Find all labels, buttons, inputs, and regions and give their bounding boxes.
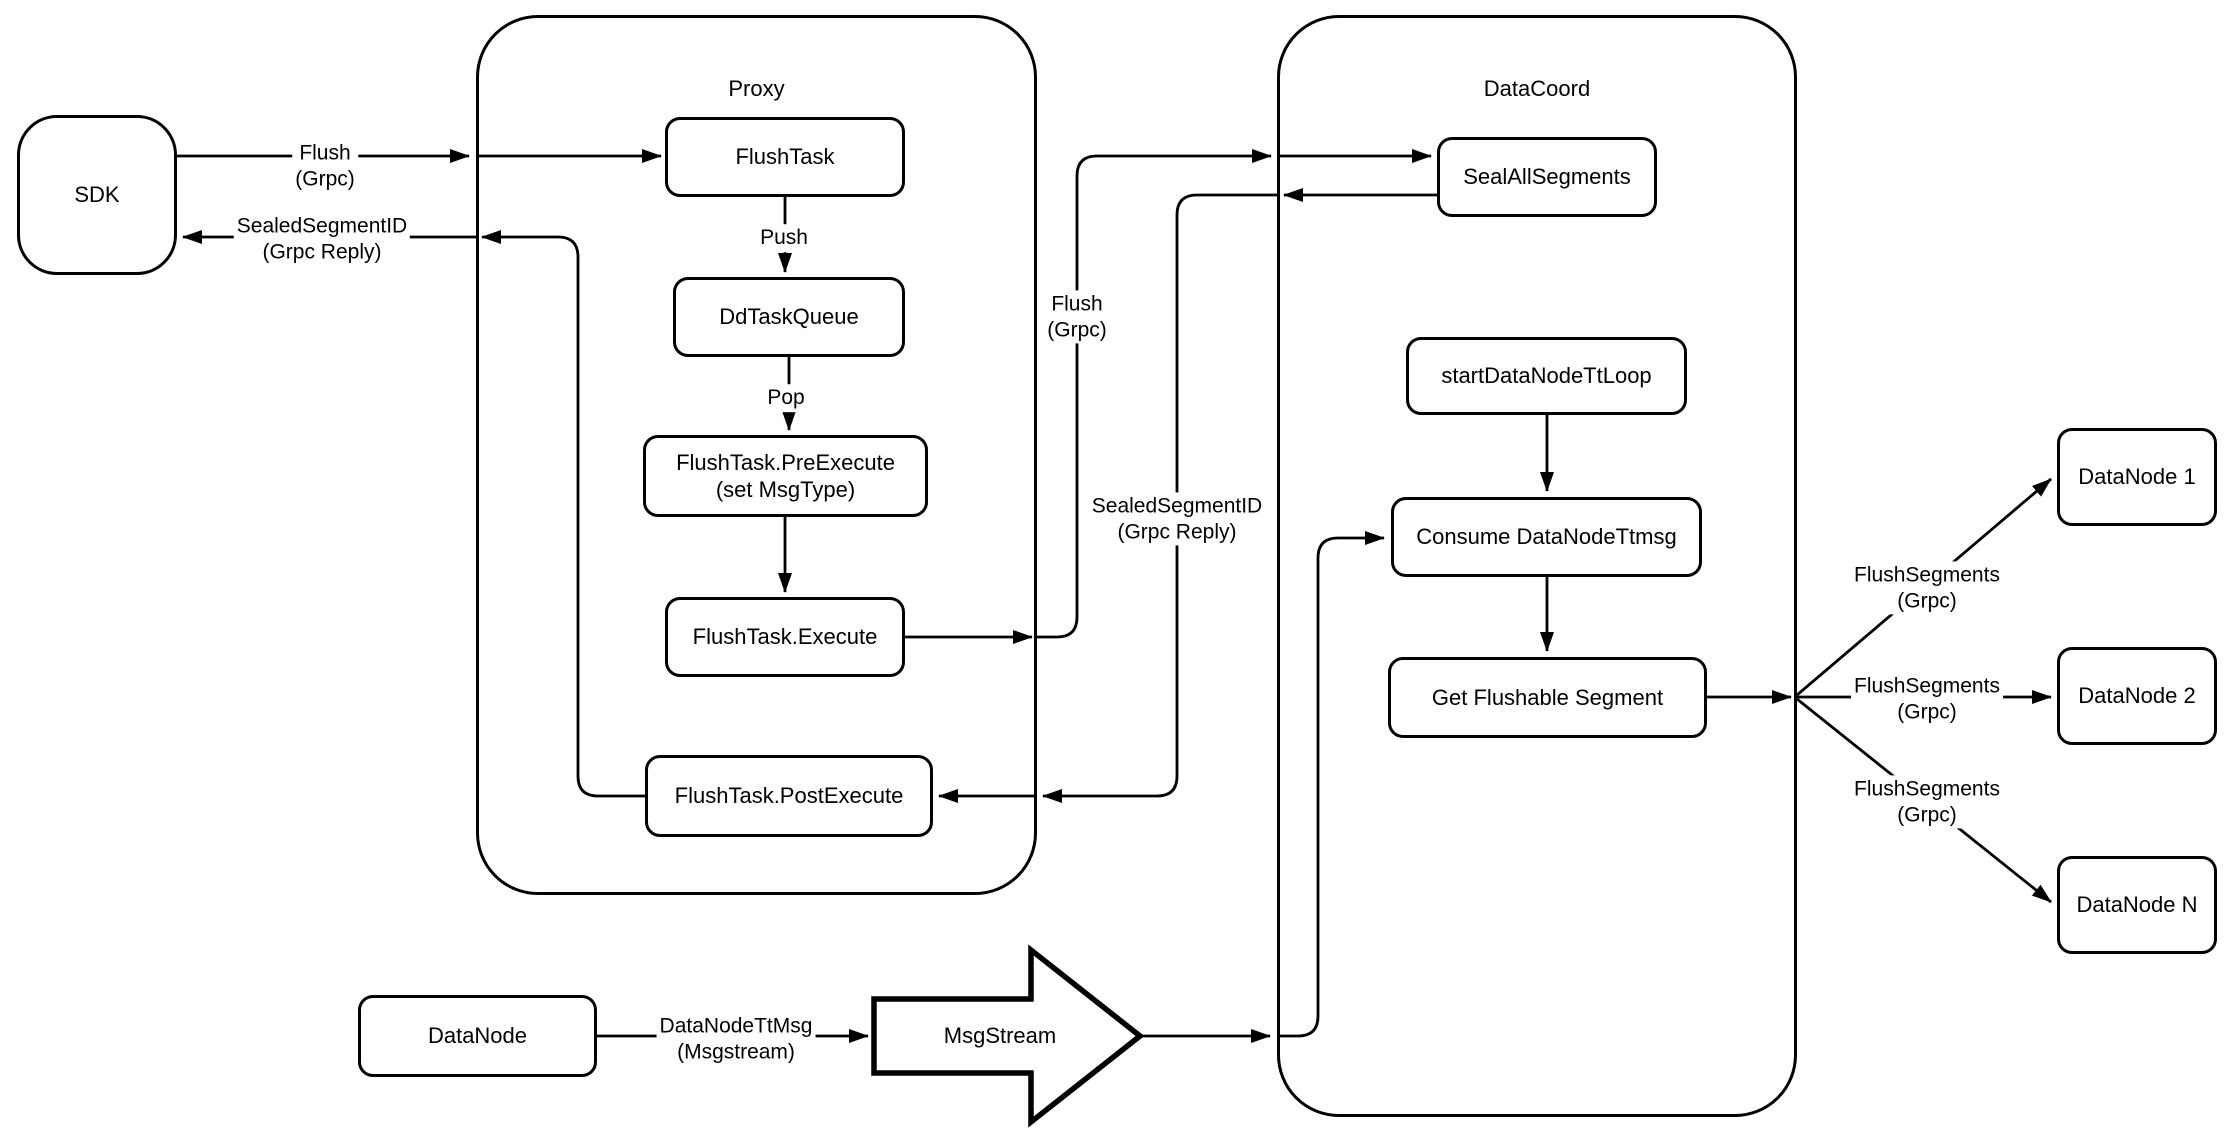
node-ddtaskqueue: DdTaskQueue (673, 277, 905, 357)
node-datanode-2: DataNode 2 (2057, 647, 2217, 745)
edge-label-flushsegments-1: FlushSegments (Grpc) (1851, 561, 2003, 615)
edge-msgstream-to-consume (1277, 531, 1385, 1038)
node-flushtask-postexecute: FlushTask.PostExecute (645, 755, 933, 837)
container-proxy-title: Proxy (728, 76, 785, 101)
edge-proxy-to-datacoord-flush (1037, 149, 1272, 639)
node-sealallsegments: SealAllSegments (1437, 137, 1657, 217)
node-datanode-1: DataNode 1 (2057, 428, 2217, 526)
node-get-flushable-segment: Get Flushable Segment (1388, 657, 1707, 738)
msgstream-label: MsgStream (943, 1023, 1057, 1048)
edge-label-pop: Pop (764, 384, 808, 412)
edge-postexecute-reply-out (481, 230, 645, 798)
node-flushtask: FlushTask (665, 117, 905, 197)
node-datanode-n: DataNode N (2057, 856, 2217, 954)
edge-label-push: Push (757, 224, 811, 252)
edge-label-sealed-datacoord-proxy: SealedSegmentID (Grpc Reply) (1088, 492, 1266, 546)
edge-label-flushsegments-2: FlushSegments (Grpc) (1851, 672, 2003, 726)
edge-label-flush-sdk-proxy: Flush (Grpc) (292, 139, 358, 193)
edge-label-flush-proxy-datacoord: Flush (Grpc) (1044, 290, 1110, 344)
node-consume-datanodettmsg: Consume DataNodeTtmsg (1391, 497, 1702, 577)
container-datacoord-title: DataCoord (1483, 76, 1591, 101)
node-flushtask-execute: FlushTask.Execute (665, 597, 905, 677)
node-startdatanodettloop: startDataNodeTtLoop (1406, 337, 1687, 415)
node-datanode: DataNode (358, 995, 597, 1077)
container-datacoord: DataCoord (1277, 15, 1797, 1117)
node-flushtask-preexecute: FlushTask.PreExecute (set MsgType) (643, 435, 928, 517)
msgstream-arrow-shape (871, 944, 1145, 1128)
edge-label-flushsegments-3: FlushSegments (Grpc) (1851, 775, 2003, 829)
edge-label-sealed-proxy-sdk: SealedSegmentID (Grpc Reply) (233, 212, 411, 266)
node-sdk: SDK (17, 115, 177, 275)
edge-label-datanodettmsg: DataNodeTtMsg (Msgstream) (656, 1012, 816, 1066)
container-proxy: Proxy (476, 15, 1037, 895)
